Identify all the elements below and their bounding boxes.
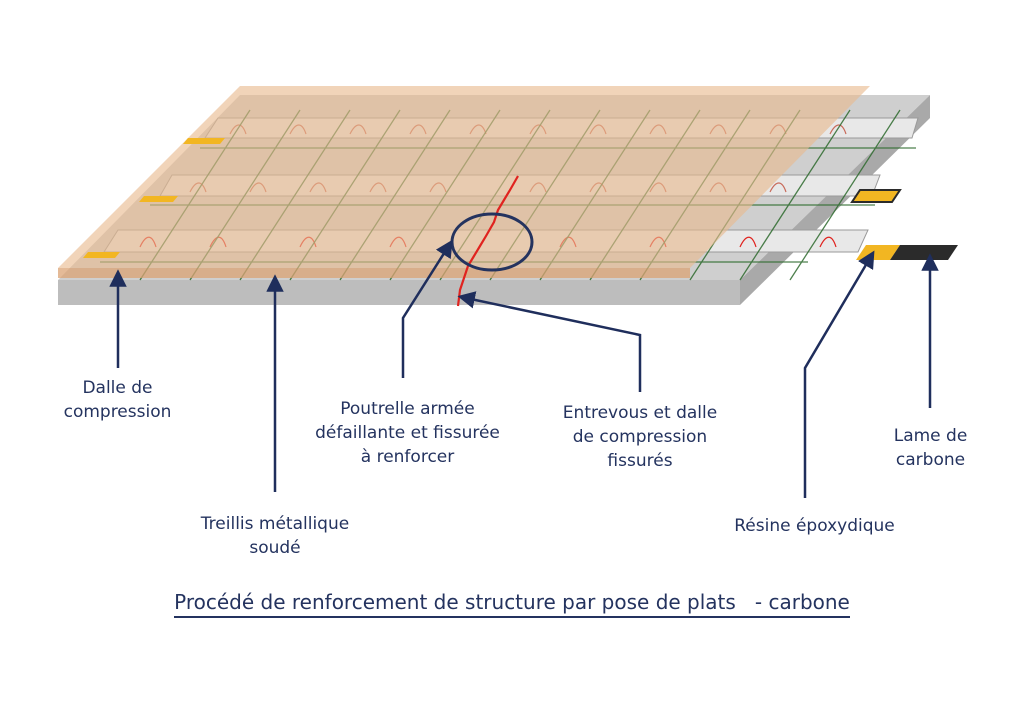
resin-strip [139, 196, 178, 202]
label-line: Entrevous et dalle [562, 403, 718, 423]
crack-line [456, 175, 519, 307]
label-line: carbone [895, 450, 966, 470]
label-dalle-de-compression: Dalle de compression [50, 376, 185, 424]
resin-strip [183, 138, 225, 144]
concrete-slab-front [58, 280, 740, 305]
caption-text: Procédé de renforcement de structure par… [174, 588, 850, 618]
carbon-plate [890, 245, 958, 260]
figure-caption: Procédé de renforcement de structure par… [0, 588, 1024, 618]
arrow-up-icon [803, 250, 875, 498]
label-line: Résine époxydique [734, 516, 895, 536]
label-line: fissurés [607, 451, 673, 471]
label-resine-epoxydique: Résine époxydique [712, 514, 917, 538]
label-treillis-metallique: Treillis métallique soudé [180, 512, 370, 560]
compression-slab-edge [58, 268, 690, 278]
resin-strip [850, 189, 902, 203]
label-entrevous: Entrevous et dalle de compression fissur… [540, 401, 740, 473]
carbon-plates [83, 138, 958, 260]
resin-strip [83, 252, 120, 258]
label-poutrelle-armee: Poutrelle armée défaillante et fissurée … [300, 397, 515, 469]
label-line: Treillis métallique [200, 514, 350, 534]
label-line: à renforcer [360, 447, 455, 467]
arrow-up-icon [457, 291, 642, 392]
compression-slab [58, 86, 870, 268]
label-line: de compression [572, 427, 708, 447]
label-line: Lame de [893, 426, 968, 446]
label-line: Dalle de [82, 378, 153, 398]
label-line: compression [63, 402, 172, 422]
arrow-up-icon [401, 239, 453, 378]
label-line: Poutrelle armée [340, 399, 475, 419]
label-line: soudé [249, 538, 301, 558]
label-lame-de-carbone: Lame de carbone [868, 424, 993, 472]
pointer-arrows [109, 239, 939, 498]
label-line: défaillante et fissurée [315, 423, 500, 443]
